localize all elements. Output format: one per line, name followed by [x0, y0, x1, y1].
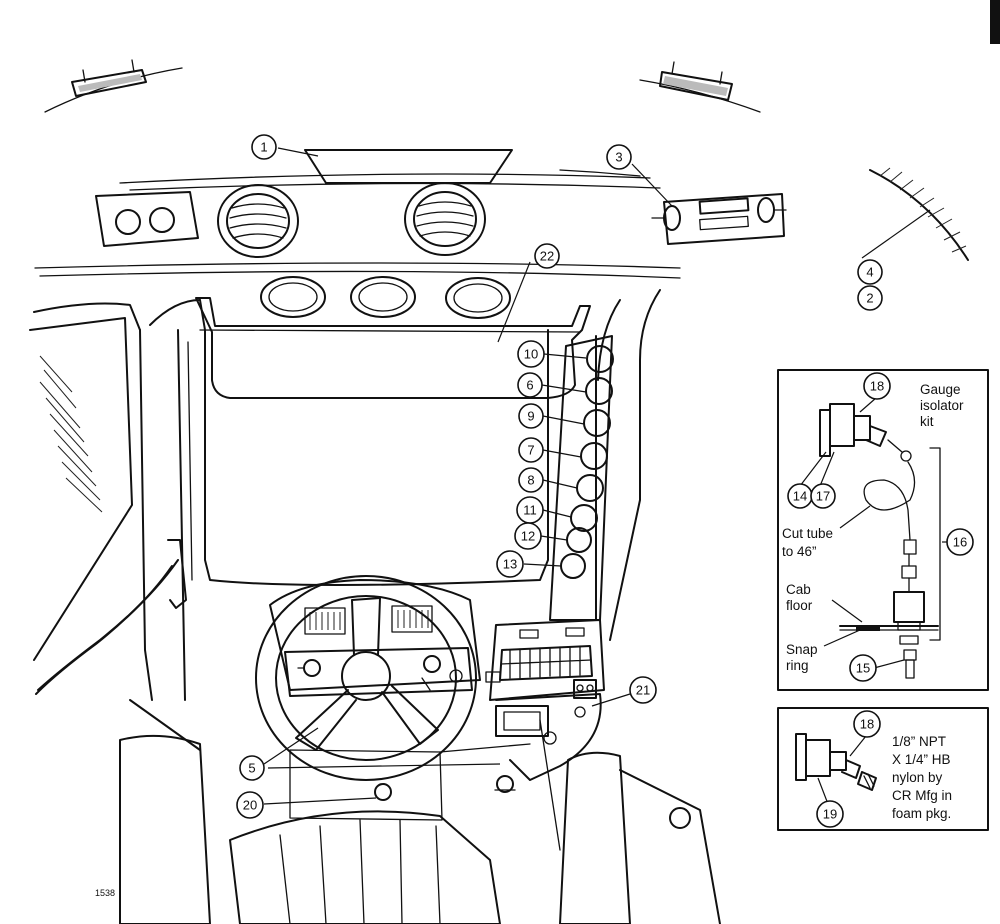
cab-floor-line1: Cab	[786, 582, 811, 597]
svg-text:6: 6	[526, 378, 533, 393]
steering-wheel	[255, 575, 477, 781]
callout-2: 2	[857, 285, 883, 311]
fitting-desc-line5: foam pkg.	[892, 806, 951, 821]
svg-text:10: 10	[524, 347, 538, 362]
cut-tube-line1: Cut tube	[782, 526, 833, 541]
svg-text:20: 20	[243, 798, 257, 813]
svg-text:9: 9	[527, 409, 534, 424]
inset-title-line2: isolator	[920, 398, 964, 413]
gauge-7	[580, 442, 608, 470]
upper-console	[95, 149, 969, 261]
svg-text:19: 19	[823, 807, 837, 822]
svg-text:12: 12	[521, 529, 535, 544]
dome-lights	[44, 59, 761, 113]
svg-text:17: 17	[816, 489, 830, 504]
callout-3: 3	[606, 144, 632, 170]
cab-floor-line2: floor	[786, 598, 813, 613]
leader-lines	[263, 147, 931, 805]
callout-18-inset2: 18	[853, 710, 881, 738]
svg-text:21: 21	[636, 683, 650, 698]
callout-15: 15	[849, 654, 877, 682]
overhead-bin	[34, 262, 681, 399]
callout-12: 12	[514, 522, 542, 550]
svg-text:16: 16	[953, 535, 967, 550]
cut-tube-line2: to 46”	[782, 544, 817, 559]
fitting-desc-line3: nylon by	[892, 770, 943, 785]
gauge-11	[570, 504, 598, 532]
svg-text:11: 11	[523, 503, 537, 518]
callout-18-inset1: 18	[863, 372, 891, 400]
callout-13: 13	[496, 550, 524, 578]
callout-14: 14	[787, 483, 813, 509]
left-side-window	[29, 317, 133, 661]
right-console	[485, 619, 605, 781]
fitting-desc-line2: X 1/4” HB	[892, 752, 951, 767]
svg-text:22: 22	[540, 249, 554, 264]
snap-ring-line2: ring	[786, 658, 809, 673]
callout-17: 17	[810, 483, 836, 509]
callout-6: 6	[517, 372, 543, 398]
keypad	[499, 645, 593, 681]
door-handle	[35, 539, 187, 695]
callout-4: 4	[857, 259, 883, 285]
svg-text:18: 18	[860, 717, 874, 732]
inset-fitting: 1/8” NPT X 1/4” HB nylon by CR Mfg in fo…	[777, 707, 989, 831]
cab-frame	[29, 289, 661, 751]
svg-text:7: 7	[527, 443, 534, 458]
svg-text:5: 5	[248, 761, 255, 776]
callout-10: 10	[517, 340, 545, 368]
gauge-21	[573, 679, 597, 718]
callout-16: 16	[946, 528, 974, 556]
callout-20: 20	[236, 791, 264, 819]
floor-and-seats	[119, 719, 721, 924]
svg-text:15: 15	[856, 661, 870, 676]
callout-19: 19	[816, 800, 844, 828]
snap-ring-line1: Snap	[786, 642, 818, 657]
callout-21: 21	[629, 676, 657, 704]
figure-number: 1538	[95, 888, 115, 898]
callout-5: 5	[239, 755, 265, 781]
inset-title-line3: kit	[920, 414, 934, 429]
svg-text:3: 3	[615, 150, 622, 165]
right-pillar-hatch	[869, 167, 969, 261]
svg-text:4: 4	[866, 265, 873, 280]
gauge-9	[583, 409, 611, 437]
callout-11: 11	[516, 496, 544, 524]
callout-1: 1	[251, 134, 277, 160]
page-edge-tab	[990, 0, 1000, 44]
instrument-cluster	[304, 605, 433, 635]
svg-text:2: 2	[866, 291, 873, 306]
svg-text:14: 14	[793, 489, 807, 504]
inset-title-line1: Gauge	[920, 382, 961, 397]
svg-text:8: 8	[527, 473, 534, 488]
gauge-12	[566, 527, 592, 553]
svg-text:13: 13	[503, 557, 517, 572]
dome-light-right	[659, 61, 733, 101]
callout-9: 9	[518, 403, 544, 429]
radio	[651, 193, 787, 245]
vent-center	[404, 182, 486, 256]
gauge-6	[585, 377, 613, 405]
vent-left	[217, 184, 299, 258]
gauge-column	[549, 335, 614, 621]
svg-text:18: 18	[870, 379, 884, 394]
callout-8: 8	[518, 467, 544, 493]
gauge-10	[586, 345, 614, 373]
dashboard	[269, 579, 481, 697]
gauge-13	[560, 553, 586, 579]
svg-text:1: 1	[260, 140, 267, 155]
callout-22: 22	[534, 243, 560, 269]
fitting-desc-line1: 1/8” NPT	[892, 734, 946, 749]
fitting-desc-line4: CR Mfg in	[892, 788, 952, 803]
inset-gauge-isolator-kit: Gauge isolator kit	[777, 369, 989, 691]
dome-light-left	[71, 59, 147, 97]
callout-7: 7	[518, 437, 544, 463]
gauge-8	[576, 474, 604, 502]
